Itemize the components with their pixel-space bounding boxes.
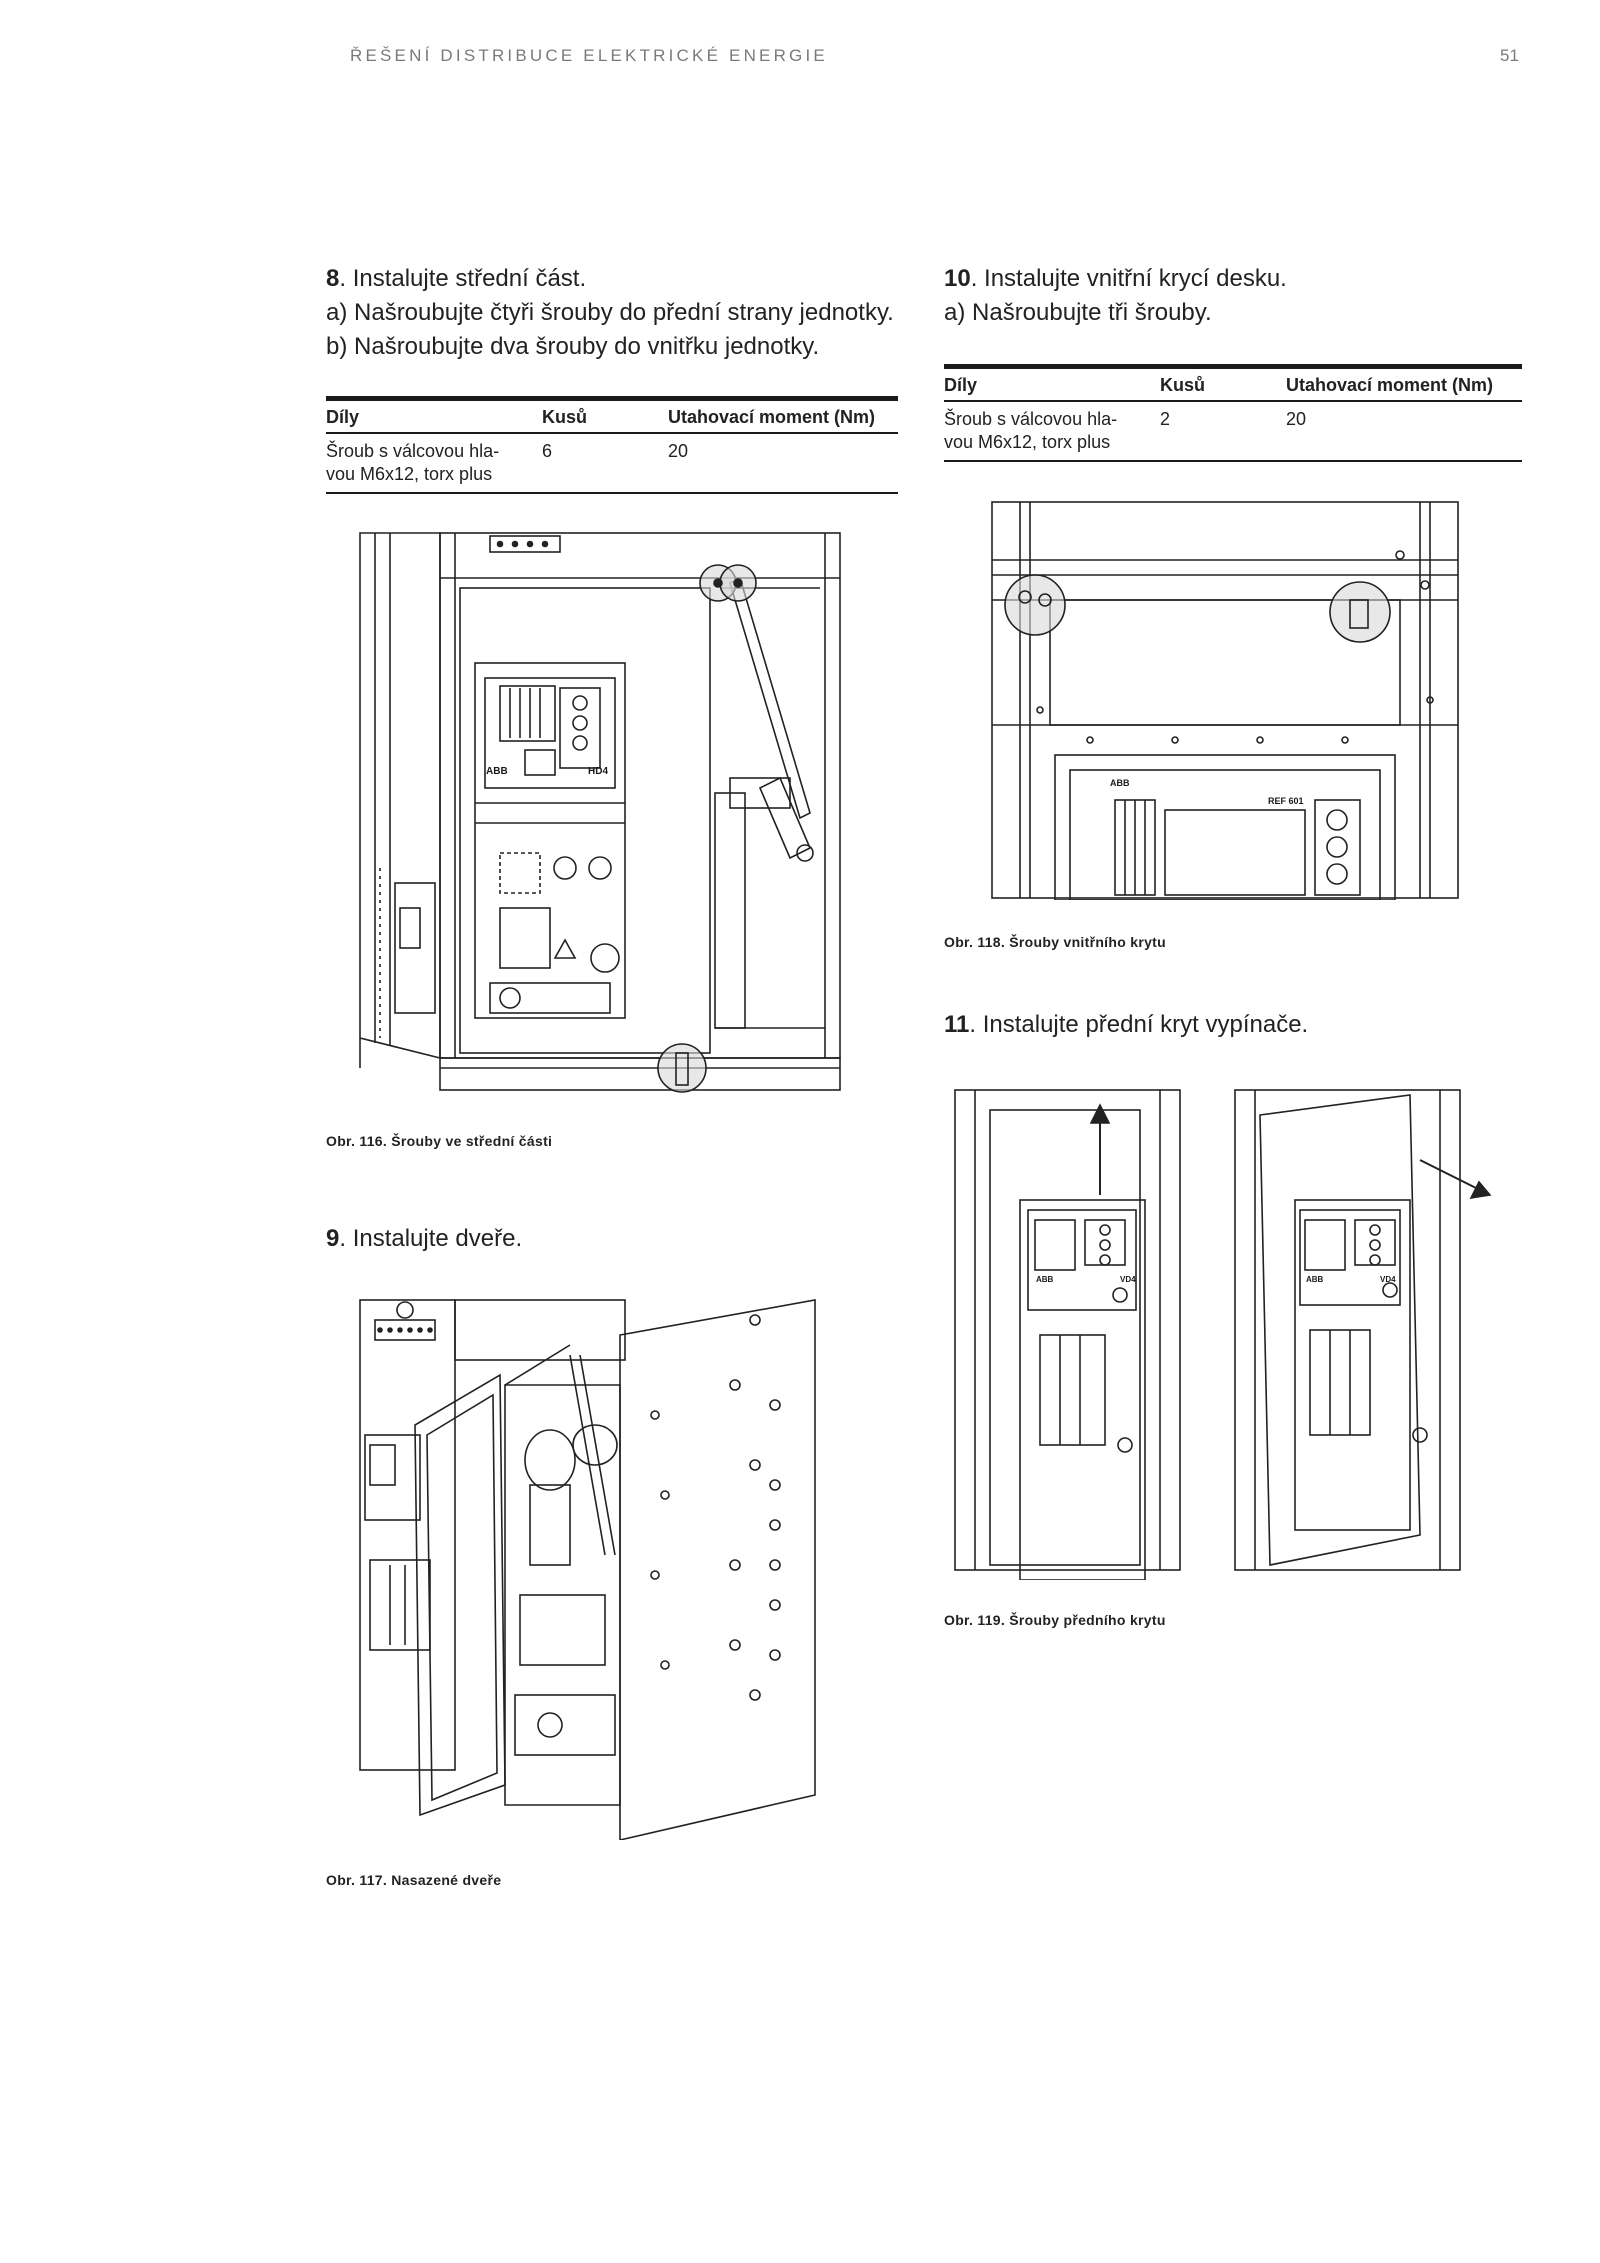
step-10-parts-table: Díly Kusů Utahovací moment (Nm) Šroub s …: [944, 364, 1522, 462]
abb-logo: ABB: [1036, 1275, 1054, 1284]
step-8-line-b: b) Našroubujte dva šrouby do vnitřku jed…: [326, 333, 820, 360]
count-cell: 2: [1160, 409, 1171, 429]
step-8-parts-table: Díly Kusů Utahovací moment (Nm) Šroub s …: [326, 396, 898, 494]
step-8-line-a: a) Našroubujte čtyři šrouby do přední st…: [326, 299, 894, 326]
torque-cell: 20: [668, 441, 689, 461]
step-11-number: 11: [944, 1011, 970, 1038]
column-header-count: Kusů: [1154, 366, 1280, 402]
figure-119-caption: Obr. 119. Šrouby předního krytu: [944, 1612, 1166, 1628]
step-9-number: 9: [326, 1225, 340, 1252]
figure-118-caption: Obr. 118. Šrouby vnitřního krytu: [944, 934, 1166, 950]
figure-118-inner-cover-screws: ABB REF 601: [990, 500, 1460, 900]
figure-117-fitted-door: [355, 1295, 865, 1840]
abb-logo: ABB: [486, 766, 508, 777]
step-8-number: 8: [326, 265, 340, 292]
relay-label: REF 601: [1268, 796, 1304, 806]
page-number: 51: [1500, 46, 1519, 65]
step-10-line-a: a) Našroubujte tři šrouby.: [944, 299, 1212, 326]
column-header-count: Kusů: [536, 398, 662, 434]
step-9-title: . Instalujte dveře.: [339, 1225, 523, 1252]
count-cell: 6: [542, 441, 553, 461]
abb-logo: ABB: [1110, 778, 1130, 788]
vd4-label: VD4: [1380, 1275, 1396, 1284]
step-10-title: . Instalujte vnitřní krycí desku.: [970, 265, 1287, 292]
step-11-title: . Instalujte přední kryt vypínače.: [969, 1011, 1309, 1038]
step-10-number: 10: [944, 265, 971, 292]
hd4-label: HD4: [588, 766, 609, 777]
step-9-instructions: 9. Instalujte dveře.: [326, 1222, 522, 1256]
abb-logo: ABB: [1306, 1275, 1324, 1284]
page-header-title: ŘEŠENÍ DISTRIBUCE ELEKTRICKÉ ENERGIE: [350, 46, 828, 65]
figure-119-front-cover-screws: ABB VD4 ABB VD4: [950, 1085, 1510, 1580]
step-11-instructions: 11. Instalujte přední kryt vypínače.: [944, 1008, 1308, 1042]
vd4-label: VD4: [1120, 1275, 1136, 1284]
table-row: Šroub s válcovou hla- vou M6x12, torx pl…: [944, 401, 1522, 461]
column-header-torque: Utahovací moment (Nm): [1280, 366, 1522, 402]
step-10-instructions: 10. Instalujte vnitřní krycí desku. a) N…: [944, 262, 1287, 330]
figure-117-caption: Obr. 117. Nasazené dveře: [326, 1872, 502, 1888]
column-header-parts: Díly: [326, 398, 536, 434]
step-8-instructions: 8. Instalujte střední část. a) Našroubuj…: [326, 262, 894, 364]
table-row: Šroub s válcovou hla- vou M6x12, torx pl…: [326, 433, 898, 493]
torque-cell: 20: [1286, 409, 1307, 429]
figure-116-caption: Obr. 116. Šrouby ve střední části: [326, 1133, 553, 1149]
part-cell: Šroub s válcovou hla- vou M6x12, torx pl…: [944, 409, 1118, 452]
step-8-title: . Instalujte střední část.: [339, 265, 587, 292]
figure-116-middle-section: ABB HD4: [340, 528, 860, 1093]
part-cell: Šroub s válcovou hla- vou M6x12, torx pl…: [326, 441, 500, 484]
column-header-torque: Utahovací moment (Nm): [662, 398, 898, 434]
column-header-parts: Díly: [944, 366, 1154, 402]
